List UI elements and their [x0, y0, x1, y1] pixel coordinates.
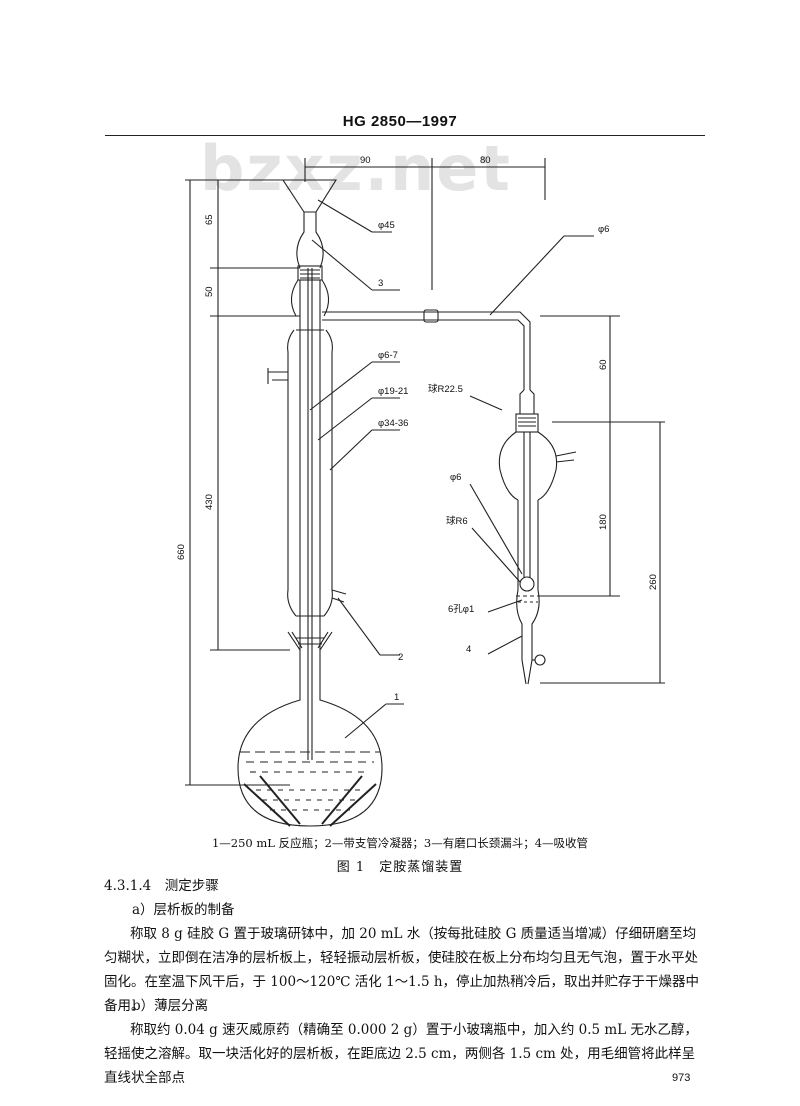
- watermark: bzxz.net: [200, 132, 512, 205]
- dim-65: 65: [204, 214, 215, 225]
- label-ball-r22-5: 球R22.5: [428, 383, 463, 395]
- label-hole: 6孔φ1: [448, 604, 474, 615]
- label-part-2: 2: [398, 652, 403, 663]
- paragraph-separation: 称取约 0.04 g 速灭威原药（精确至 0.000 2 g）置于小玻璃瓶中，加…: [104, 1022, 698, 1086]
- dim-430: 430: [204, 494, 215, 510]
- reaction-flask: [237, 660, 383, 827]
- dim-260: 260: [648, 574, 659, 590]
- label-phi6-7: φ6-7: [378, 350, 398, 361]
- standard-code-header: HG 2850—1997: [342, 113, 458, 130]
- paragraph-plate-prep: 称取 8 g 硅胶 G 置于玻璃研钵中，加 20 mL 水（按每批硅胶 G 质量…: [104, 926, 700, 1014]
- dim-180: 180: [598, 514, 609, 530]
- absorption-tube: [498, 389, 577, 685]
- ground-joint-top: [297, 265, 323, 281]
- section-heading: 4.3.1.4 测定步骤: [104, 878, 219, 894]
- part-labels: φ45 φ6 3 φ6-7 φ19-21 φ34-36 球R22.5 φ6 球R…: [378, 220, 609, 703]
- label-phi6-mid: φ6: [450, 472, 461, 483]
- label-part-3: 3: [378, 278, 383, 289]
- page-number: 973: [672, 1072, 691, 1084]
- figure-legend: 1—250 mL 反应瓶；2—带支管冷凝器；3—有磨口长颈漏斗；4—吸收管: [211, 836, 589, 850]
- label-ball-r6: 球R6: [446, 515, 468, 527]
- leader-lines: [309, 199, 594, 739]
- label-part-1: 1: [394, 692, 399, 703]
- funnel: [281, 179, 337, 760]
- dim-60: 60: [598, 359, 609, 370]
- dim-50: 50: [204, 286, 215, 297]
- subheading-b: b）薄层分离: [132, 998, 209, 1014]
- label-phi45: φ45: [378, 220, 395, 231]
- figure-title: 图 1 定胺蒸馏装置: [336, 860, 464, 875]
- label-phi34-36: φ34-36: [378, 418, 408, 429]
- label-part-4: 4: [466, 644, 471, 655]
- header-rule: [105, 135, 705, 136]
- distillation-apparatus-figure: 90 80 65 50 430 660 60 180 260: [176, 155, 665, 827]
- label-phi6-top: φ6: [598, 224, 609, 235]
- dimension-lines: [185, 158, 665, 786]
- dimension-labels: 90 80 65 50 430 660 60 180 260: [176, 155, 659, 590]
- dim-660: 660: [176, 544, 187, 560]
- ground-joint-bottom: [287, 631, 333, 651]
- dim-80: 80: [480, 155, 491, 166]
- subheading-a: a）层析板的制备: [132, 902, 235, 918]
- label-phi19-21: φ19-21: [378, 386, 408, 397]
- dim-90: 90: [360, 155, 371, 166]
- condenser: [267, 279, 531, 660]
